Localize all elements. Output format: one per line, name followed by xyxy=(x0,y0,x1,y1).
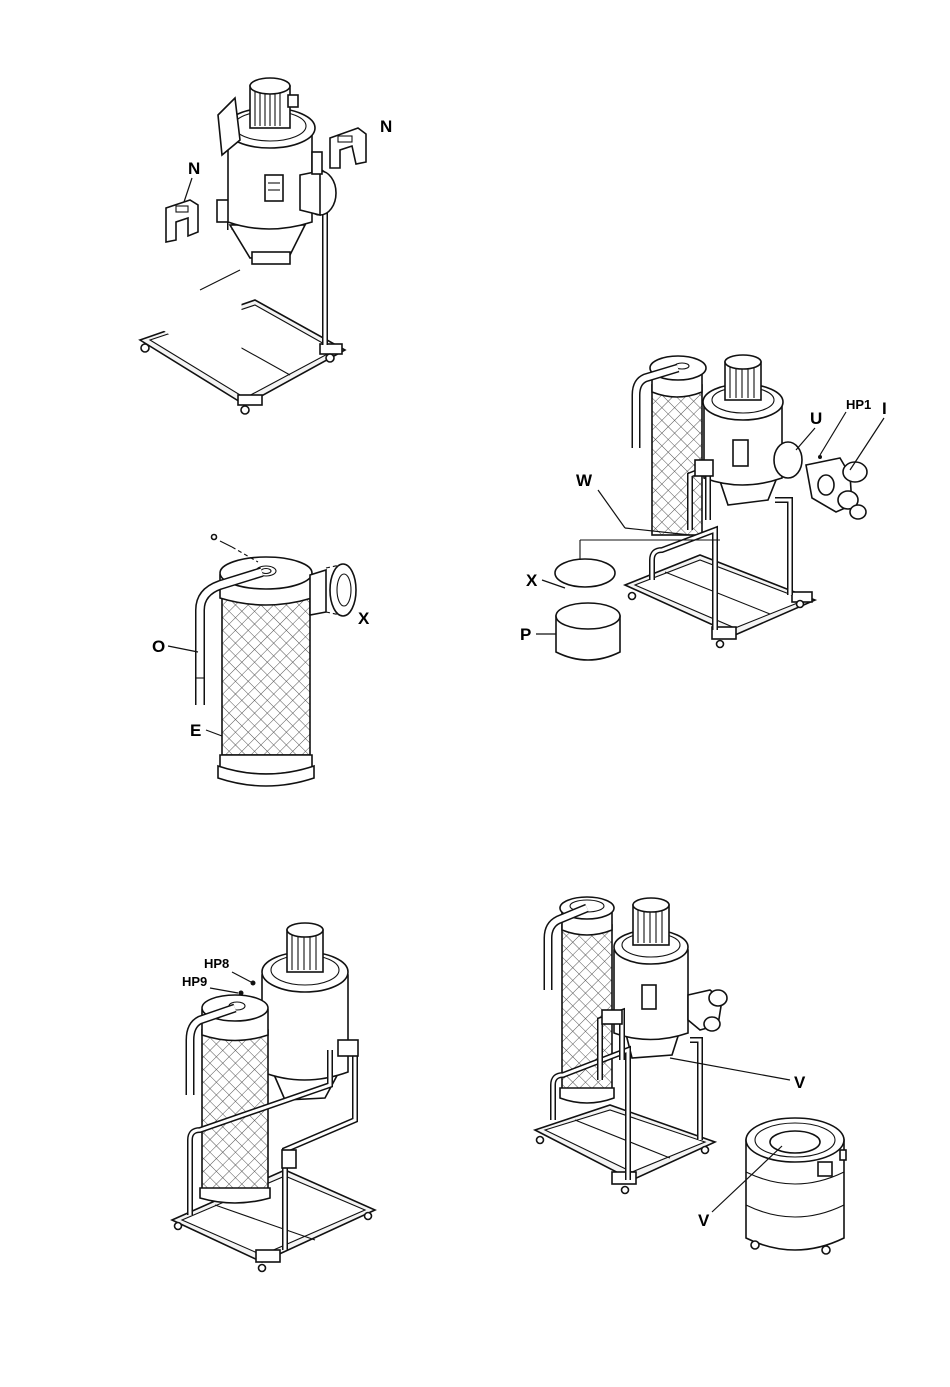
inlet-manifold xyxy=(806,455,867,519)
collection-drum xyxy=(746,1118,846,1254)
label-hp8: HP8 xyxy=(204,956,229,971)
motor xyxy=(250,78,298,128)
label-p: P xyxy=(520,625,531,644)
figure-1-cyclone-on-stand: N N xyxy=(140,78,392,414)
filter-body xyxy=(218,557,314,786)
handle-bracket-left xyxy=(166,200,198,242)
label-hp9: HP9 xyxy=(182,974,207,989)
label-u: U xyxy=(810,409,822,428)
bolt-and-washer xyxy=(212,535,259,563)
filter-cartridge xyxy=(636,356,706,535)
cyclone-body xyxy=(262,923,348,1100)
label-i: I xyxy=(882,399,887,418)
handle-bracket-right xyxy=(330,128,366,168)
label-o: O xyxy=(152,637,165,656)
label-n-left: N xyxy=(188,159,200,178)
figure-2-filter-cartridge: O X E xyxy=(152,535,370,787)
label-hp1: HP1 xyxy=(846,397,871,412)
collection-bag-p xyxy=(556,603,620,660)
cyclone-body xyxy=(614,898,727,1058)
label-x: X xyxy=(358,609,370,628)
side-flange-x xyxy=(310,564,356,616)
label-n-right: N xyxy=(380,117,392,136)
screw-and-washer xyxy=(239,981,256,996)
label-v-top: V xyxy=(794,1073,806,1092)
label-x-ring: X xyxy=(526,571,538,590)
filter-cartridge xyxy=(548,897,614,1103)
figure-5-unit-with-drum: V V xyxy=(535,897,846,1254)
label-e: E xyxy=(190,721,201,740)
label-w: W xyxy=(576,471,593,490)
label-v-bottom: V xyxy=(698,1211,710,1230)
figure-3-unit-with-inlet-and-bag: W X P U HP1 I xyxy=(520,355,887,660)
figure-4-assembled-unit: HP8 HP9 xyxy=(172,923,375,1272)
filter-cartridge xyxy=(190,995,270,1203)
cyclone-body xyxy=(703,355,802,505)
